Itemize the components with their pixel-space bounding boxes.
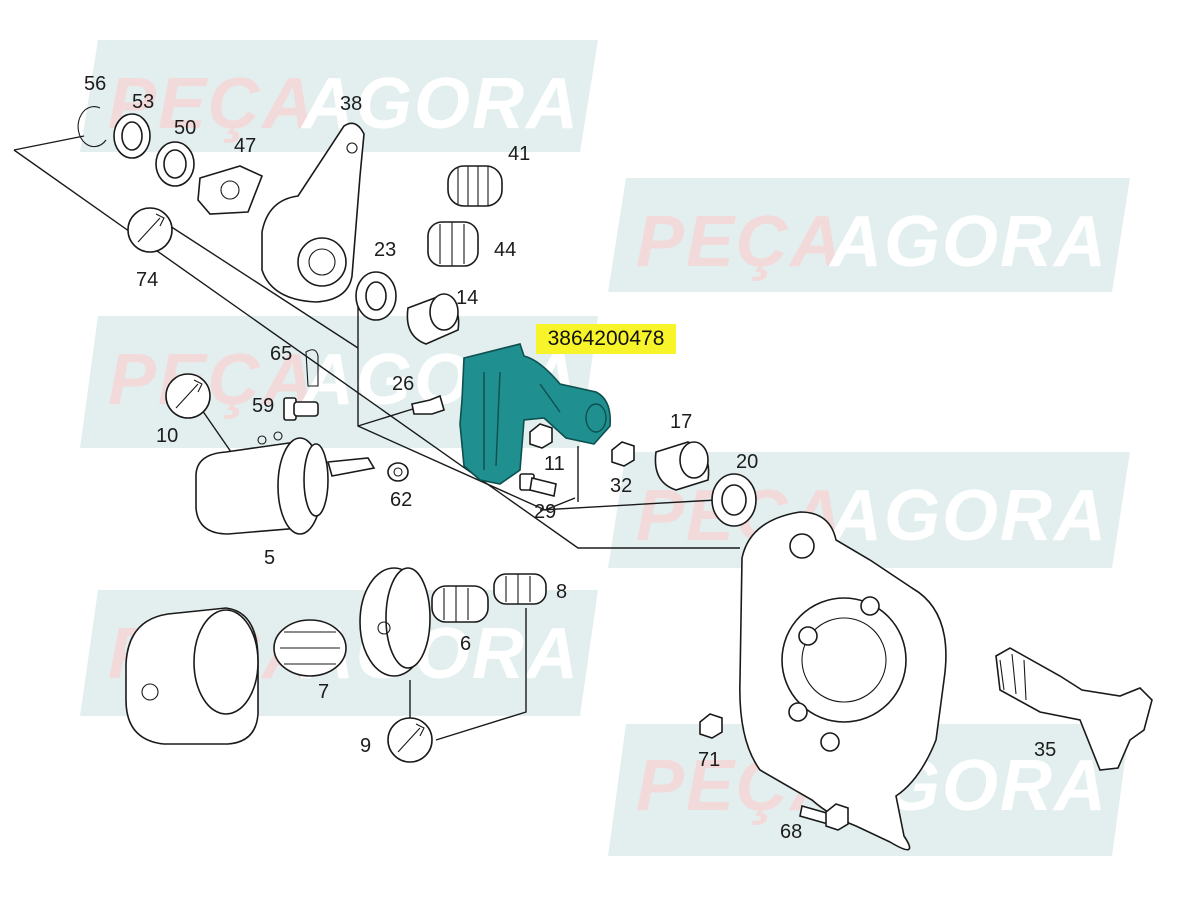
callout-62: 62 [390, 489, 412, 511]
part-5-brake-chamber [195, 431, 376, 535]
callout-5: 5 [264, 547, 275, 569]
part-14-bushing [406, 293, 460, 345]
callout-32: 32 [610, 475, 632, 497]
part-62-nut [387, 462, 409, 482]
part-20-seal [711, 473, 757, 527]
watermark-brand-left: PEÇA [636, 202, 844, 282]
part-8-boot [493, 573, 547, 605]
callout-7: 7 [318, 681, 329, 703]
callout-17: 17 [670, 411, 692, 433]
callout-65: 65 [270, 343, 292, 365]
part-number-label: 3864200478 [536, 324, 676, 354]
part-10-tightening-torque-symbol [165, 373, 211, 419]
part-32-nut [611, 441, 635, 467]
part-6-spring [431, 585, 489, 623]
part-41-spring [447, 165, 503, 207]
part-71-nut [699, 713, 723, 739]
part-47-plate [197, 165, 264, 215]
callout-14: 14 [456, 287, 478, 309]
callout-11: 11 [544, 453, 565, 475]
callout-29: 29 [534, 501, 556, 523]
callout-26: 26 [392, 373, 414, 395]
brake-anchor-housing [739, 511, 947, 851]
callout-8: 8 [556, 581, 567, 603]
callout-41: 41 [508, 143, 530, 165]
part-38-slack-adjuster [261, 122, 365, 303]
part-29-bolt [519, 473, 557, 497]
part-74-tightening-torque-symbol [127, 207, 173, 253]
watermark-2: PEÇA AGORA [608, 178, 1130, 292]
callout-56: 56 [84, 73, 106, 95]
part-65-pin [305, 349, 319, 387]
watermark-brand-right: AGORA [300, 614, 580, 694]
callout-59: 59 [252, 395, 274, 417]
callout-68: 68 [780, 821, 802, 843]
part-50-ring [155, 141, 195, 187]
part-56-circlip [77, 106, 107, 148]
watermark-brand-right: AGORA [828, 476, 1108, 556]
callout-44: 44 [494, 239, 516, 261]
callout-6: 6 [460, 633, 471, 655]
part-11-nut [529, 423, 553, 449]
watermark-brand-left: PEÇA [108, 340, 316, 420]
callout-53: 53 [132, 91, 154, 113]
callout-35: 35 [1034, 739, 1056, 761]
part-7-cup-and-spring [125, 607, 347, 745]
part-17-bushing [654, 441, 710, 491]
highlighted-part-bracket [459, 343, 612, 485]
callout-47: 47 [234, 135, 256, 157]
callout-23: 23 [374, 239, 396, 261]
callout-numbers: 56 53 50 47 38 41 44 23 14 74 65 26 59 1… [84, 73, 1056, 843]
part-68-bolt [799, 803, 849, 831]
callout-74: 74 [136, 269, 158, 291]
callout-9: 9 [360, 735, 371, 757]
watermark-brand-right: AGORA [828, 202, 1108, 282]
assembly-leader-lines [13, 135, 740, 741]
callout-20: 20 [736, 451, 758, 473]
part-9-tightening-torque-symbol [387, 717, 433, 763]
part-59-bolt [283, 397, 319, 421]
callout-50: 50 [174, 117, 196, 139]
callout-71: 71 [698, 749, 720, 771]
part-35-camshaft [995, 647, 1153, 771]
part-53-seal [113, 113, 151, 159]
part-9-diaphragm [359, 567, 431, 677]
part-26-grease-nipple [411, 394, 445, 415]
callout-10: 10 [156, 425, 178, 447]
part-23-seal [355, 271, 397, 321]
callout-38: 38 [340, 93, 362, 115]
part-44-bearing [427, 221, 479, 267]
